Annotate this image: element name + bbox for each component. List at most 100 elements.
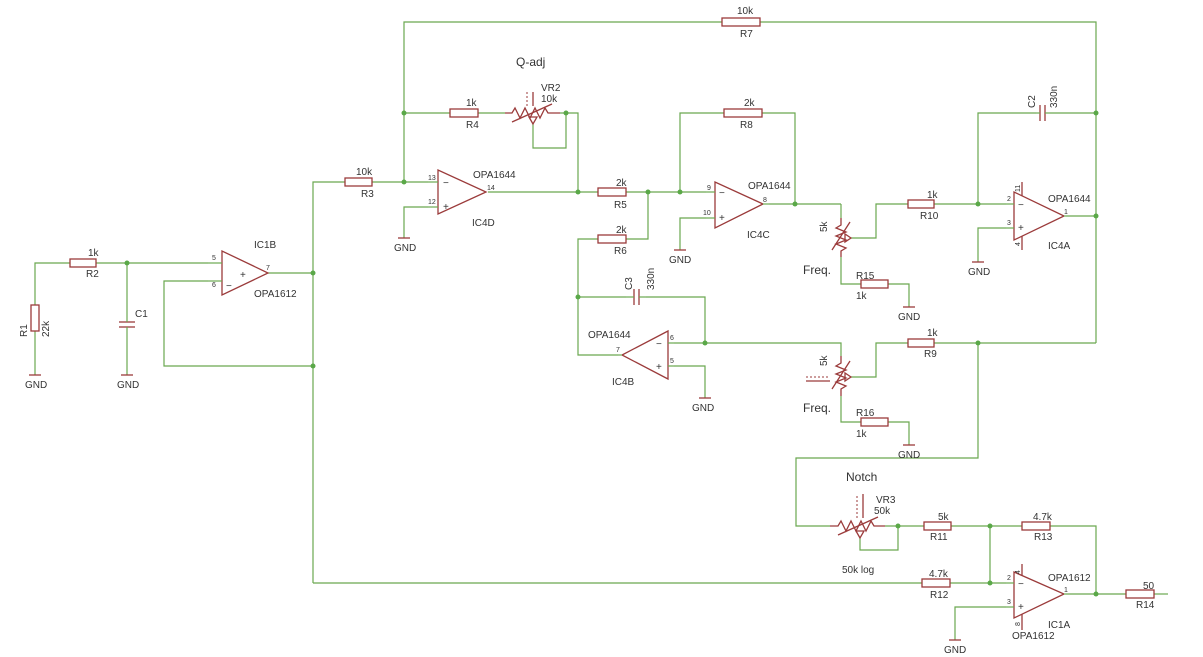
gnd-symbol: GND [944,639,966,656]
resistor-r5: 2k R5 [597,178,628,211]
svg-text:GND: GND [692,403,714,414]
gnd-symbol: GND [394,237,416,254]
svg-text:IC1A: IC1A [1048,620,1071,631]
svg-text:330n: 330n [646,268,657,290]
gnd-symbol: GND [692,397,714,414]
svg-text:1k: 1k [927,190,939,201]
svg-text:4: 4 [1015,570,1022,574]
capacitor-c1: C1 [119,309,148,340]
svg-text:50k: 50k [874,506,891,517]
capacitor-c3: C3 330n [624,268,657,305]
svg-text:GND: GND [394,243,416,254]
svg-text:R3: R3 [361,189,374,200]
resistor-r3: 10k R3 [344,167,374,200]
junctions [124,110,1099,597]
resistor-r14: 50 R14 [1125,581,1155,611]
svg-text:IC1B: IC1B [254,240,277,251]
svg-text:4.7k: 4.7k [1033,512,1053,523]
svg-text:6: 6 [212,282,216,289]
svg-text:9: 9 [707,185,711,192]
resistor-r8: 2k R8 [723,98,763,131]
svg-text:4.7k: 4.7k [929,569,949,580]
svg-text:R10: R10 [920,211,939,222]
svg-text:13: 13 [428,175,436,182]
svg-text:2k: 2k [616,225,628,236]
svg-text:GND: GND [669,255,691,266]
svg-text:10k: 10k [737,6,754,17]
resistor-r15: R15 1k [856,271,889,302]
svg-text:3: 3 [1007,220,1011,227]
svg-text:OPA1612: OPA1612 [1048,573,1091,584]
svg-text:10k: 10k [541,94,558,105]
svg-text:R11: R11 [930,532,948,543]
resistor-r6: 2k R6 [597,225,628,257]
svg-text:−: − [443,178,449,189]
svg-text:Freq.: Freq. [803,401,831,415]
svg-text:VR3: VR3 [876,495,896,506]
svg-text:−: − [719,188,725,199]
capacitor-c2: C2 330n [1027,86,1060,121]
svg-text:4: 4 [1015,242,1022,246]
svg-text:−: − [1018,200,1024,211]
svg-text:12: 12 [428,199,436,206]
svg-text:+: + [240,270,246,281]
svg-text:2: 2 [1007,575,1011,582]
svg-text:GND: GND [25,380,47,391]
opamp-ic4b: − + 6 5 7 OPA1644 IC4B [588,329,674,388]
svg-text:11: 11 [1015,185,1022,192]
svg-text:2: 2 [1007,196,1011,203]
svg-text:R16: R16 [856,408,875,419]
svg-text:1k: 1k [856,429,868,440]
gnd-symbol: GND [669,249,691,266]
pot-freq-b: 5k Freq. [803,354,853,415]
wires [34,21,1168,640]
resistor-r1: R1 22k [19,304,52,337]
ground-symbols: GND GND GND GND GND GND GND GND GND [25,237,990,656]
svg-text:1: 1 [1064,587,1068,594]
svg-text:IC4D: IC4D [472,218,495,229]
svg-text:+: + [1018,223,1024,234]
resistor-r9: 1k R9 [907,328,939,360]
pot-vr3: Notch VR3 50k 50k log [830,470,896,576]
svg-text:1k: 1k [927,328,939,339]
opamp-ic1a: − + 2 3 1 4 8 OPA1612 IC1A OPA1612 [1006,564,1091,642]
opamp-ic4a: − + 2 3 1 11 4 OPA1644 IC4A [1006,182,1091,252]
svg-text:+: + [656,362,662,373]
gnd-symbol: GND [898,444,920,461]
potentiometers: Q-adj VR2 10k 5k Freq. 5k Freq. [505,55,896,576]
svg-text:C2: C2 [1027,95,1038,108]
svg-text:GND: GND [968,267,990,278]
svg-text:1: 1 [1064,209,1068,216]
svg-text:R2: R2 [86,269,99,280]
svg-text:GND: GND [898,312,920,323]
svg-text:R6: R6 [614,246,627,257]
svg-text:OPA1644: OPA1644 [1048,194,1091,205]
resistor-r13: 4.7k R13 [1021,512,1053,543]
svg-text:Q-adj: Q-adj [516,55,545,69]
opamp-ic4d: − + 13 12 14 OPA1644 IC4D [428,168,516,229]
svg-text:50: 50 [1143,581,1155,592]
resistor-r16: R16 1k [856,408,889,440]
svg-text:OPA1612: OPA1612 [1012,631,1055,642]
svg-text:C1: C1 [135,309,148,320]
svg-text:OPA1612: OPA1612 [254,289,297,300]
resistor-r2: 1k R2 [69,248,100,280]
svg-text:1k: 1k [466,98,478,109]
svg-text:−: − [226,281,232,292]
resistor-r10: 1k R10 [907,190,939,222]
svg-text:10k: 10k [356,167,373,178]
gnd-symbol: GND [25,374,47,391]
resistors: 1k R2 R1 22k 10k R3 1k R4 10k R7 [19,6,1155,611]
svg-text:5k: 5k [819,220,830,232]
svg-text:5: 5 [670,358,674,365]
svg-text:+: + [719,213,725,224]
resistor-r12: 4.7k R12 [921,569,951,601]
svg-text:1k: 1k [856,291,868,302]
svg-text:VR2: VR2 [541,83,561,94]
svg-text:R14: R14 [1136,600,1155,611]
svg-text:IC4C: IC4C [747,230,770,241]
svg-text:−: − [1018,579,1024,590]
svg-text:5k: 5k [938,512,950,523]
gnd-symbol: GND [968,261,990,278]
